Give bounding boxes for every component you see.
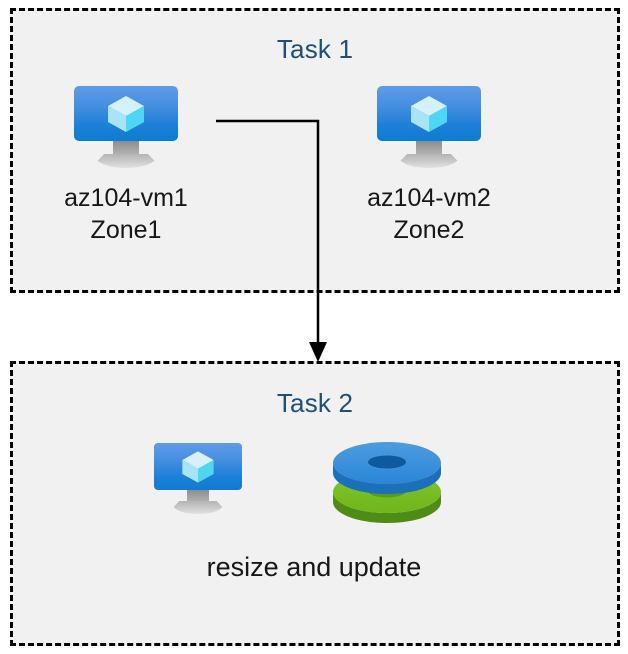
vm-node-label: az104-vm1 Zone1 (64, 184, 188, 244)
monitor-screen (377, 86, 481, 141)
task-2-icon-row (146, 437, 476, 533)
vm-node-label: az104-vm2 Zone2 (367, 184, 491, 244)
disks-icon[interactable] (330, 437, 444, 529)
monitor-screen (74, 86, 178, 141)
task-1-title: Task 1 (276, 34, 354, 64)
monitor-stand-base (170, 501, 226, 514)
task-2-panel: Task 2 (10, 361, 620, 646)
cube-glyph (108, 95, 144, 132)
monitor-screen (154, 443, 242, 490)
monitor-stand-base (94, 154, 158, 168)
monitor-stand-neck (416, 141, 442, 158)
monitor-stand-neck (113, 141, 139, 158)
cube-glyph (182, 450, 214, 483)
monitor-stand-base (397, 154, 461, 168)
vm-node-az104-vm1[interactable]: az104-vm1 Zone1 (16, 86, 236, 246)
virtual-machine-icon (74, 86, 178, 168)
arrowhead-icon (309, 342, 327, 362)
disk-blue (333, 442, 441, 494)
virtual-machine-icon[interactable] (154, 443, 242, 515)
virtual-machine-icon (377, 86, 481, 168)
task-1-panel: Task 1 az104-vm1 Zone1 (10, 8, 620, 293)
vm-node-az104-vm2[interactable]: az104-vm2 Zone2 (319, 86, 539, 246)
task-2-title: Task 2 (276, 388, 354, 418)
cube-glyph (411, 95, 447, 132)
task-2-caption: resize and update (206, 552, 422, 582)
